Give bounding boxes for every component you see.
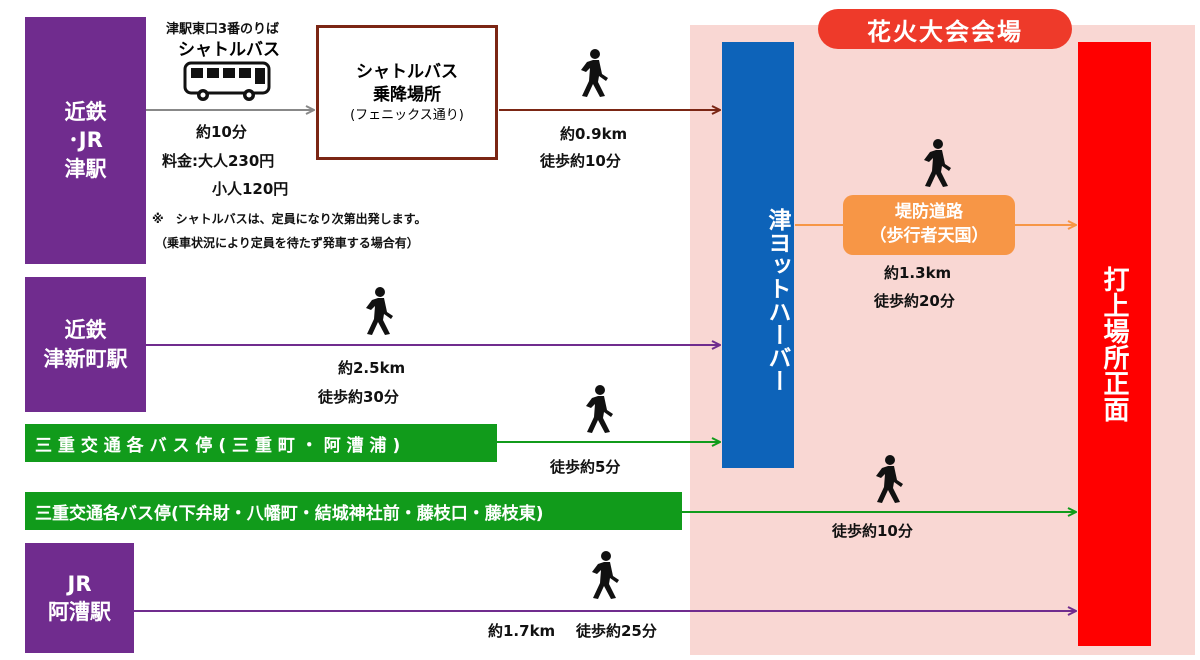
bus-icon — [183, 61, 271, 101]
station-kintetsu-jr-tsu: 近鉄 ･JR 津駅 — [25, 17, 146, 264]
walking-person-icon — [366, 287, 393, 335]
bus-stop-fujieda: 三重交通各バス停(下弁財・八幡町・結城神社前・藤枝口・藤枝東) — [25, 492, 682, 530]
levee-road-box: 堤防道路 （歩行者天国） — [843, 195, 1015, 255]
route-akogi-walk: 徒歩約25分 — [576, 622, 657, 640]
route-stop-harbor-walk: 徒歩約10分 — [540, 152, 621, 170]
route-bus2-walk: 徒歩約10分 — [832, 522, 913, 540]
route-tsushinmachi-distance: 約2.5km — [338, 359, 406, 377]
route-bus1-walk: 徒歩約5分 — [550, 458, 621, 476]
venue-title: 花火大会会場 — [818, 9, 1072, 49]
walking-person-icon — [924, 139, 951, 187]
station-jr-akogi: JR 阿漕駅 — [25, 543, 134, 653]
levee-line2: （歩行者天国） — [869, 226, 989, 246]
shuttle-stop-line2: 乗降場所 — [373, 84, 441, 105]
station-label-line2: ･JR — [68, 128, 103, 153]
route-tsushinmachi-walk: 徒歩約30分 — [318, 388, 399, 406]
bus-stop-mie-akogi: 三 重 交 通 各 バ ス 停 ( 三 重 町 ・ 阿 漕 浦 ) — [25, 424, 497, 462]
shuttle-fare-child: 小人120円 — [212, 180, 289, 198]
shuttle-time: 約10分 — [196, 123, 247, 141]
route-stop-harbor-distance: 約0.9km — [560, 125, 628, 143]
station-label-line1: 近鉄 — [64, 99, 107, 124]
station-label-line1: 近鉄 — [64, 318, 107, 343]
shuttle-pickup: 津駅東口3番のりば — [166, 22, 280, 37]
walking-person-icon — [586, 385, 613, 433]
shuttle-stop-line3: (フェニックス通り) — [350, 107, 464, 123]
shuttle-stop-line1: シャトルバス — [356, 61, 458, 82]
shuttle-name: シャトルバス — [178, 40, 280, 60]
shuttle-note-1: ※ シャトルバスは、定員になり次第出発します。 — [152, 212, 427, 226]
station-label-line2: 阿漕駅 — [48, 600, 111, 624]
walking-person-icon — [592, 551, 619, 599]
launch-site: 打上場所正面 — [1078, 42, 1151, 646]
walking-person-icon — [581, 49, 608, 97]
station-tsushinmachi: 近鉄 津新町駅 — [25, 277, 146, 412]
shuttle-stop-box: シャトルバス 乗降場所 (フェニックス通り) — [316, 25, 498, 160]
shuttle-note-2: （乗車状況により定員を待たず発車する場合有） — [155, 236, 419, 250]
route-levee-walk: 徒歩約20分 — [874, 292, 955, 310]
shuttle-fare-adult: 料金:大人230円 — [162, 152, 275, 170]
levee-line1: 堤防道路 — [895, 202, 963, 223]
walking-person-icon — [876, 455, 903, 503]
station-label-line2: 津新町駅 — [43, 346, 128, 371]
station-label-line3: 津駅 — [64, 156, 107, 181]
route-akogi-distance: 約1.7km — [488, 622, 556, 640]
route-levee-distance: 約1.3km — [884, 264, 952, 282]
station-label-line1: JR — [67, 571, 92, 596]
yacht-harbor: 津ヨットハーバー — [722, 42, 794, 468]
